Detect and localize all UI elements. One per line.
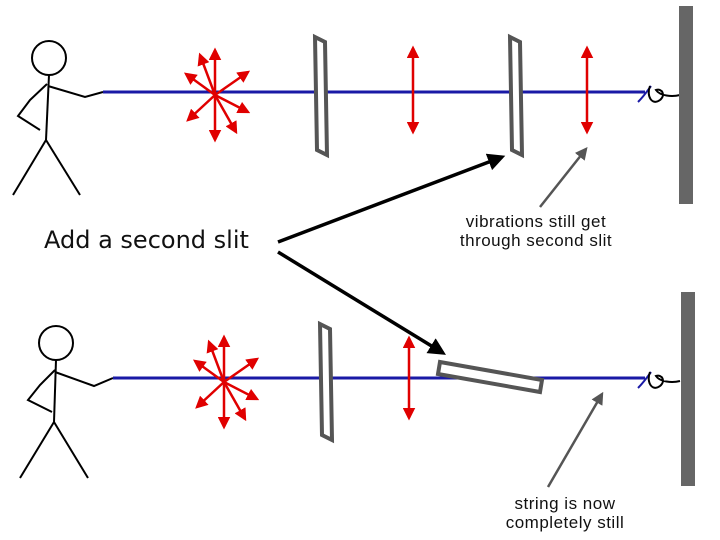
wall-top	[679, 6, 693, 204]
slit-top-1	[312, 33, 330, 159]
knot-icon	[637, 371, 681, 389]
note-bottom-line-1: string is now	[514, 494, 616, 513]
note-top-line-1: vibrations still get	[465, 212, 607, 231]
vibration-star-bottom	[192, 334, 260, 430]
note-vibrations-pass: vibrations still get through second slit	[420, 212, 652, 250]
slit-top-2	[507, 33, 525, 159]
pointer-to-still-string	[546, 391, 604, 488]
stick-figure-icon	[12, 40, 104, 196]
main-label: Add a second slit	[44, 226, 249, 254]
note-bottom-line-2: completely still	[505, 513, 625, 532]
pointer-to-top-vibration	[539, 147, 588, 208]
vibration-star-top	[183, 47, 251, 143]
top-scene	[12, 6, 693, 204]
pointer-to-top-slit	[277, 153, 506, 244]
note-pointers	[539, 147, 604, 488]
note-top-line-2: through second slit	[459, 231, 613, 250]
label-pointers	[277, 153, 506, 355]
pointer-to-bottom-slit	[277, 250, 446, 355]
knot-icon	[637, 85, 681, 103]
slit-bottom-1	[317, 320, 335, 444]
bottom-scene	[19, 292, 695, 486]
wall-bottom	[681, 292, 695, 486]
slit-bottom-2-rotated	[435, 359, 545, 395]
stick-figure-icon	[19, 325, 114, 479]
note-string-still: string is now completely still	[470, 494, 660, 532]
